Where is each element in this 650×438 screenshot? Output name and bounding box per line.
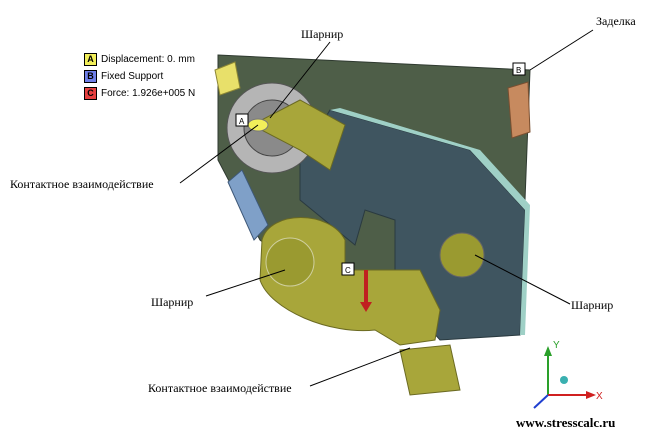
triad-origin-ball bbox=[560, 376, 568, 384]
contact-block-left bbox=[227, 169, 269, 241]
contact-block-bottom bbox=[399, 344, 461, 396]
triad-z-axis bbox=[533, 394, 549, 409]
marker-b[interactable] bbox=[512, 62, 526, 76]
legend-key-a: A bbox=[84, 53, 97, 66]
label-hinge-top: Шарнир bbox=[301, 27, 344, 41]
marker-b-label: B bbox=[516, 66, 521, 75]
boundary-legend: A Displacement: 0. mm B Fixed Support C … bbox=[84, 51, 195, 102]
legend-label-displacement: Displacement: 0. mm bbox=[101, 54, 195, 65]
label-contact-bottom: Контактное взаимодействие bbox=[148, 381, 292, 395]
leader-fixed-end bbox=[529, 29, 594, 71]
force-arrow-head bbox=[360, 302, 372, 312]
leader-hinge-top bbox=[269, 41, 331, 119]
leader-hinge-right bbox=[474, 254, 571, 305]
marker-c-label: C bbox=[345, 266, 351, 275]
legend-key-b: B bbox=[84, 70, 97, 83]
legend-item-fixed-support[interactable]: B Fixed Support bbox=[84, 68, 195, 85]
label-contact-left: Контактное взаимодействие bbox=[10, 177, 154, 191]
triad-y-arrow bbox=[544, 346, 552, 356]
triad-x-arrow bbox=[586, 391, 596, 399]
legend-key-c: C bbox=[84, 87, 97, 100]
leader-hinge-left bbox=[205, 269, 286, 297]
label-fixed-end: Заделка bbox=[596, 14, 636, 28]
marker-c[interactable] bbox=[341, 262, 355, 276]
legend-label-fixed-support: Fixed Support bbox=[101, 71, 164, 82]
label-hinge-left: Шарнир bbox=[151, 295, 194, 309]
right-hinge-pin bbox=[439, 232, 485, 278]
fixed-support-block bbox=[507, 81, 531, 139]
marker-a[interactable] bbox=[235, 113, 249, 127]
legend-item-displacement[interactable]: A Displacement: 0. mm bbox=[84, 51, 195, 68]
marker-a-label: A bbox=[239, 117, 245, 126]
left-hinge-pin bbox=[265, 237, 315, 287]
leader-contact-left bbox=[179, 124, 259, 184]
watermark: www.stresscalc.ru bbox=[516, 415, 616, 430]
leader-contact-bottom bbox=[309, 347, 411, 387]
triad-x-label: X bbox=[596, 391, 603, 402]
legend-item-force[interactable]: C Force: 1.926e+005 N bbox=[84, 85, 195, 102]
upper-link bbox=[250, 99, 346, 171]
triad-y-label: Y bbox=[553, 340, 560, 351]
tab-top-left bbox=[214, 61, 241, 96]
label-hinge-right: Шарнир bbox=[571, 298, 614, 312]
legend-label-force: Force: 1.926e+005 N bbox=[101, 88, 196, 99]
main-plate bbox=[299, 109, 526, 341]
